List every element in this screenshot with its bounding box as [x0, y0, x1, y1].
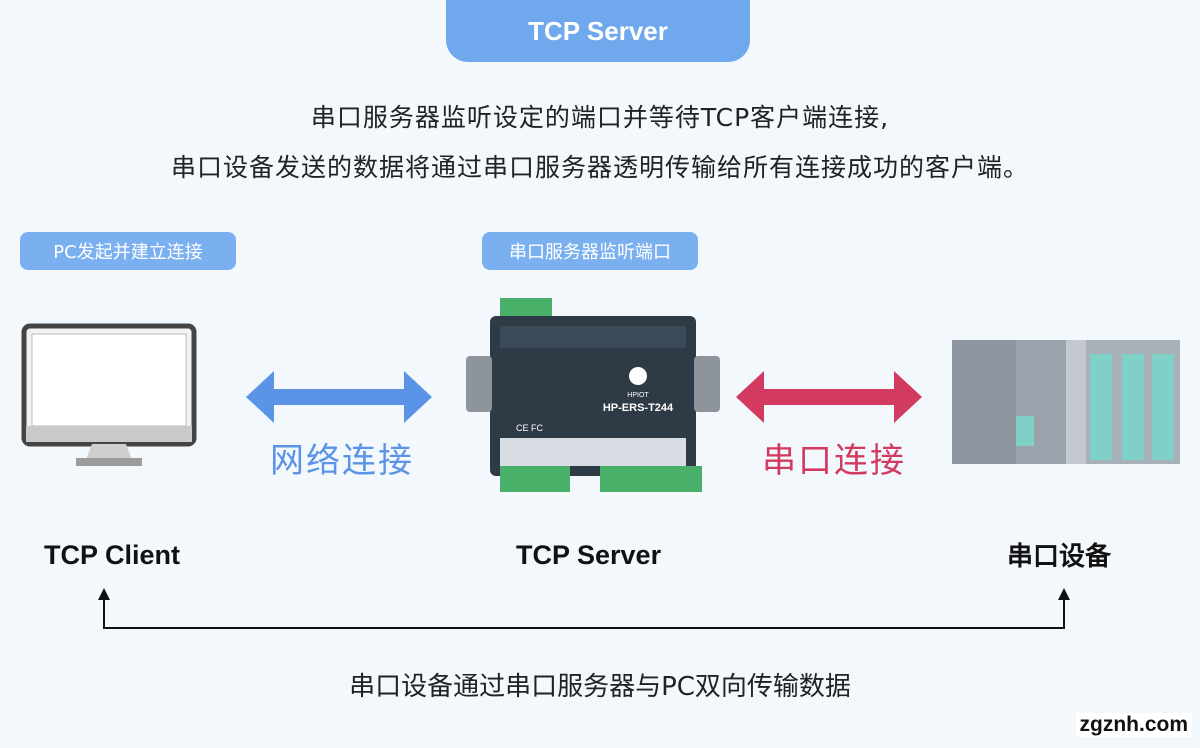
- server-listen-tag: 串口服务器监听端口: [482, 232, 698, 270]
- description-line-2: 串口设备发送的数据将通过串口服务器透明传输给所有连接成功的客户端。: [170, 153, 1029, 182]
- device-model: HP-ERS-T244: [603, 402, 674, 414]
- device-brand: HPIOT: [627, 392, 649, 399]
- device-label: 串口设备: [1007, 541, 1112, 571]
- ce-fc-marks: CE FC: [516, 423, 544, 433]
- network-connection-label: 网络连接: [270, 441, 414, 481]
- description-line-1: 串口服务器监听设定的端口并等待TCP客户端连接,: [310, 103, 890, 132]
- serial-server-device-image: HPIOT HP-ERS-T244 CE FC: [466, 298, 720, 492]
- monitor-icon: [21, 323, 197, 466]
- network-arrow: [246, 371, 432, 423]
- client-label: TCP Client: [44, 540, 181, 570]
- plc-device-image: [952, 340, 1180, 464]
- serial-connection-label: 串口连接: [762, 441, 906, 481]
- server-label: TCP Server: [516, 540, 662, 570]
- bottom-note: 串口设备通过串口服务器与PC双向传输数据: [349, 672, 851, 702]
- watermark: zgznh.com: [1075, 713, 1192, 737]
- serial-arrow: [736, 371, 922, 423]
- pc-connect-tag: PC发起并建立连接: [20, 232, 236, 270]
- title-banner: TCP Server: [446, 0, 750, 62]
- bidirectional-bracket: [98, 588, 1070, 629]
